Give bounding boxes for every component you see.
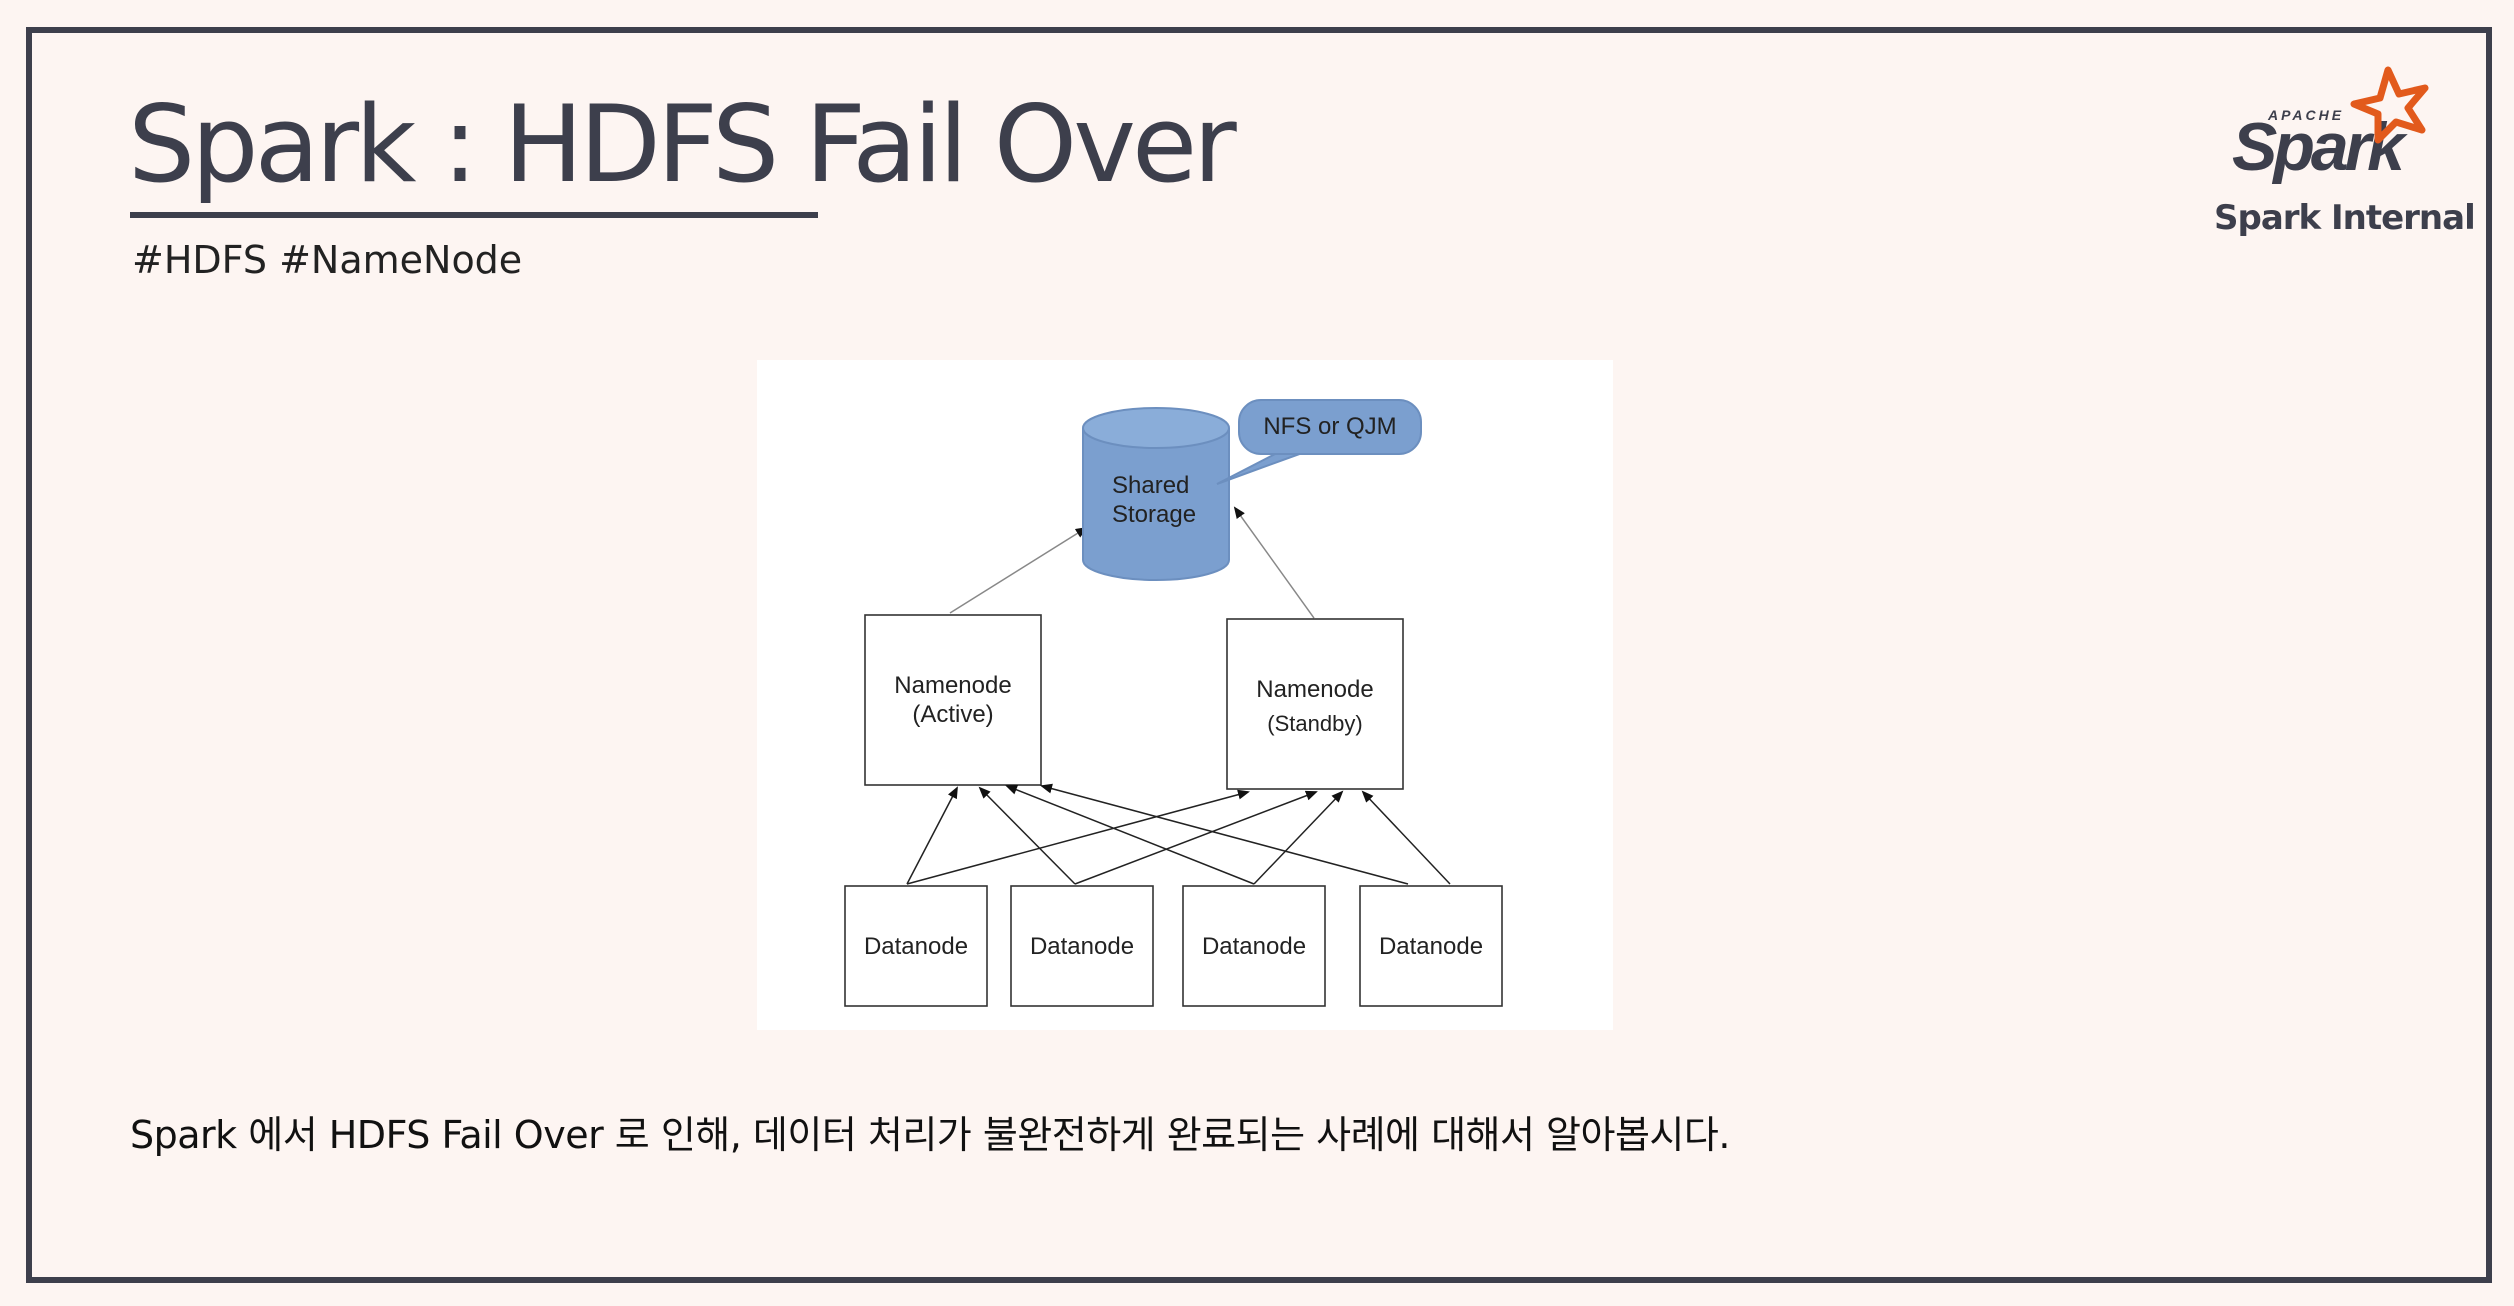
datanode-4: Datanode: [1359, 885, 1503, 1007]
datanode-3: Datanode: [1182, 885, 1326, 1007]
edge-dn4-active: [1040, 783, 1409, 885]
edge-dn3-active: [1005, 785, 1255, 885]
namenode-standby-label: Namenode: [1256, 676, 1373, 703]
datanode-3-label: Datanode: [1202, 933, 1306, 960]
logo-subtitle: Spark Internal: [2214, 198, 2476, 238]
edge-dn4-standby: [1361, 790, 1451, 885]
nfs-qjm-callout: NFS or QJM: [1216, 399, 1422, 485]
callout-label: NFS or QJM: [1263, 413, 1396, 440]
storage-label-line2: Storage: [1112, 501, 1196, 528]
slide-title: Spark : HDFS Fail Over: [128, 83, 1237, 206]
shared-storage-cylinder: Shared Storage: [1082, 407, 1230, 581]
datanode-2: Datanode: [1010, 885, 1154, 1007]
star-icon: [2350, 66, 2429, 144]
namenode-active-label: Namenode: [894, 672, 1011, 699]
datanode-2-label: Datanode: [1030, 933, 1134, 960]
edge-dn1-active: [906, 786, 958, 885]
edge-dn2-active: [978, 786, 1076, 885]
hdfs-ha-diagram: Shared Storage NFS or QJM Namenode (Acti…: [757, 360, 1613, 1030]
datanode-1-label: Datanode: [864, 933, 968, 960]
logo-spark-label: Spark: [2232, 109, 2408, 184]
apache-spark-logo: APACHE Spark: [2232, 66, 2429, 184]
slide-tags: #HDFS #NameNode: [132, 238, 523, 282]
edge-dn2-standby: [1074, 790, 1318, 885]
datanode-edges: [906, 783, 1451, 885]
title-underline: [130, 212, 818, 218]
datanode-1: Datanode: [844, 885, 988, 1007]
edge-active-to-storage: [949, 526, 1088, 614]
edge-dn1-standby: [906, 789, 1250, 885]
namenode-active-state: (Active): [912, 701, 993, 728]
edge-dn3-standby: [1253, 790, 1344, 885]
namenode-standby-state: (Standby): [1267, 711, 1362, 736]
namenode-standby: Namenode (Standby): [1226, 618, 1404, 790]
storage-label-line1: Shared: [1112, 472, 1189, 499]
namenode-active: Namenode (Active): [864, 614, 1042, 786]
logo-apache-label: APACHE: [2267, 107, 2344, 123]
datanode-4-label: Datanode: [1379, 933, 1483, 960]
slide-caption: Spark 에서 HDFS Fail Over 로 인해, 데이터 처리가 불완…: [130, 1113, 1730, 1157]
edge-standby-to-storage: [1233, 506, 1315, 619]
